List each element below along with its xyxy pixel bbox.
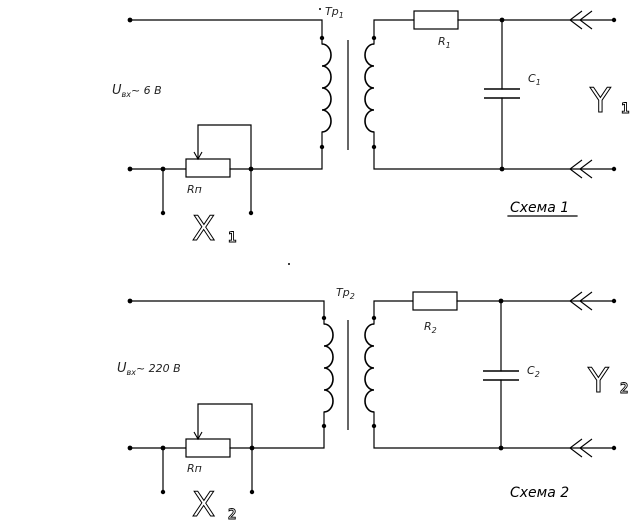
- potentiometer-rp-1: [185, 158, 231, 178]
- x-terminal-right-2: [249, 489, 255, 495]
- resistor-r1: [413, 10, 459, 30]
- point-y2-label: Y: [587, 361, 609, 401]
- secondary-bottom-wire-2: [373, 425, 615, 449]
- capacitor-label-c1: С1: [528, 72, 541, 87]
- output-terminal-top-1: [611, 17, 617, 23]
- resistor-label-r2: R2: [424, 320, 437, 335]
- point-y1-label: Y: [589, 81, 611, 121]
- primary-winding-1: [321, 43, 332, 133]
- output-terminal-top-2: [611, 298, 617, 304]
- point-y1-subscript: 1: [621, 101, 629, 117]
- transformer-label-1: Тр1: [325, 5, 344, 20]
- scheme-1-caption: Схема 1: [510, 200, 569, 216]
- secondary-winding-1: [364, 43, 375, 133]
- input-terminal-top-2: [127, 298, 133, 304]
- input-voltage-label-1: Uвх~ 6 В: [112, 83, 162, 99]
- resistor-label-r1: R1: [438, 35, 451, 50]
- scheme-2-caption: Схема 2: [510, 485, 569, 501]
- x-terminal-left-1: [160, 210, 166, 216]
- point-x2-subscript: 2: [228, 507, 236, 523]
- input-terminal-bottom-2: [127, 445, 133, 451]
- point-x1-subscript: 1: [228, 230, 236, 246]
- pot-wiper-arrow-2: [193, 431, 203, 441]
- primary-bottom-wire-2: [229, 425, 325, 449]
- secondary-winding-2: [364, 323, 375, 413]
- pot-wiper-arrow-1: [193, 151, 203, 161]
- input-voltage-label-2: Uвх~ 220 В: [117, 361, 181, 377]
- output-terminal-bottom-1: [611, 166, 617, 172]
- label-mark-1: [319, 8, 321, 10]
- output-arrow-bottom-1: [569, 159, 593, 179]
- input-terminal-bottom-1: [127, 166, 133, 172]
- output-arrow-bottom-2: [569, 438, 593, 458]
- x-terminal-right-1: [248, 210, 254, 216]
- output-arrow-top-1: [569, 10, 593, 30]
- secondary-bottom-wire-1: [373, 146, 615, 170]
- point-x2-label: X: [192, 485, 215, 525]
- secondary-top-wire-1: [373, 19, 415, 39]
- potentiometer-rp-2: [185, 438, 231, 458]
- scheme-2: Тр2 R2 С2 Rп Uвх~ 220 В X 2 Y 2 Схема 2: [117, 286, 629, 526]
- input-top-wire-2: [129, 300, 325, 319]
- primary-winding-2: [323, 323, 334, 413]
- pot-wiper-2: [197, 403, 253, 449]
- point-y2-subscript: 2: [620, 381, 628, 397]
- pot-label-2: Rп: [187, 462, 202, 475]
- stray-mark: [288, 263, 290, 265]
- primary-bottom-wire-1: [229, 146, 323, 170]
- input-top-wire-1: [129, 19, 323, 39]
- input-terminal-top-1: [127, 17, 133, 23]
- scheme-1: Тр1 R1 С1 Rп Uвх~ 6 В X 1 Y 1 Схема 1: [112, 5, 630, 250]
- x-terminal-left-2: [160, 489, 166, 495]
- pot-wiper-1: [197, 124, 252, 170]
- output-arrow-top-2: [569, 291, 593, 311]
- pot-label-1: Rп: [187, 183, 202, 196]
- point-x1-label: X: [192, 209, 215, 249]
- output-terminal-bottom-2: [611, 445, 617, 451]
- resistor-r2: [412, 291, 458, 311]
- transformer-label-2: Тр2: [336, 286, 355, 301]
- secondary-top-wire-2: [373, 300, 414, 319]
- capacitor-label-c2: С2: [527, 364, 540, 379]
